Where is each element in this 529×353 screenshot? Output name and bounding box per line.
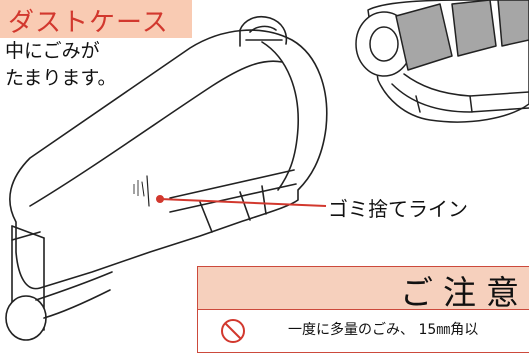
prohibition-icon [221,319,245,343]
notice-title: ご注意 [400,273,529,312]
section-title-bar [0,0,192,38]
notice-text: 一度に多量のごみ、 15㎜角以 [288,322,479,338]
notice-header: ご注意 [198,267,529,312]
scale-marks [133,180,139,196]
caption-line-1: 中にごみが [5,40,100,62]
section-title: ダストケース [8,8,169,38]
dust-case-drawing [5,0,529,341]
caption: 中にごみが たまります。 [5,38,117,92]
dust-line-label: ゴミ捨てライン [328,197,468,221]
filter-unit-illustration [355,0,529,123]
dust-case-illustration [5,15,328,341]
dust-line-indicator [156,195,327,207]
caption-line-2: たまります。 [5,67,117,89]
notice-box: ご注意 一度に多量のごみ、 15㎜角以 [197,266,529,353]
